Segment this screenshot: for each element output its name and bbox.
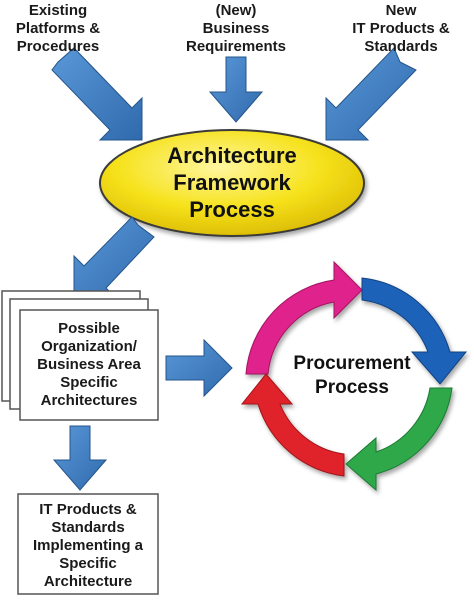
arrow-possible-to-it-products (52, 425, 108, 491)
cycle-arrow-green (345, 387, 453, 492)
procurement-cycle (240, 260, 468, 492)
label-it-products-implementing: IT Products & Standards Implementing a S… (32, 501, 144, 590)
arrow-from-business (208, 56, 264, 123)
label-existing-platforms: Existing Platforms & Procedures (15, 2, 101, 55)
label-new-it-products: New IT Products & Standards (352, 2, 450, 55)
arrow-from-existing (51, 47, 143, 141)
label-procurement-process: Procurement Process (293, 353, 411, 398)
label-possible-architectures: Possible Organization/ Business Area Spe… (37, 320, 141, 409)
label-architecture-framework: Architecture Framework Process (167, 143, 297, 222)
arrow-ellipse-to-possible (73, 216, 155, 299)
possible-page-front (19, 309, 159, 421)
cycle-arrow-red (240, 373, 345, 477)
arrow-from-it (325, 47, 417, 141)
cycle-arrow-magenta (245, 260, 363, 375)
arrow-possible-to-procurement (165, 338, 233, 398)
it-products-box (17, 493, 159, 595)
framework-ellipse (99, 129, 365, 237)
cycle-arrow-blue (361, 277, 468, 385)
label-new-business-requirements: (New) Business Requirements (185, 2, 287, 55)
